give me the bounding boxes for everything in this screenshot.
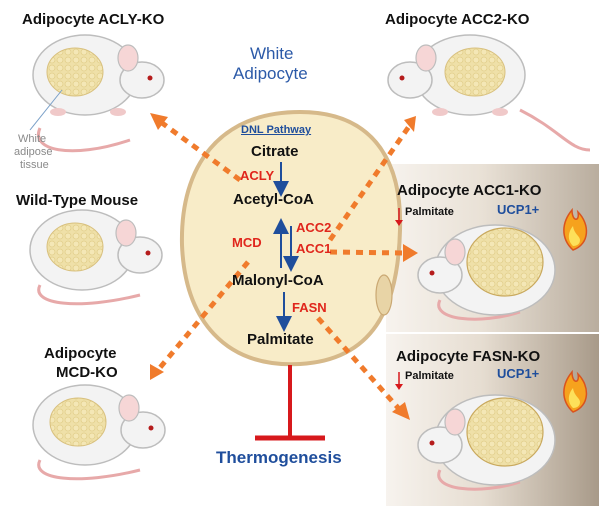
white-adipose-line1: White <box>18 133 47 145</box>
cell-title-line2: Adipocyte <box>233 64 308 83</box>
metabolite-acetyl-coa: Acetyl-CoA <box>233 191 314 208</box>
dnl-pathway-label: DNL Pathway <box>241 124 312 136</box>
cell-title-line1: White <box>250 44 294 63</box>
ko-arrows <box>156 117 413 412</box>
flame-icon <box>563 207 588 251</box>
title-acc2-ko: Adipocyte ACC2-KO <box>385 11 530 28</box>
arrow-to-acc2-ko <box>327 123 413 242</box>
title-acly-ko: Adipocyte ACLY-KO <box>22 11 165 28</box>
title-mcd-ko-line1: Adipocyte <box>44 345 117 362</box>
flame-icon <box>563 369 588 413</box>
mouse-mcd-ko <box>32 384 166 481</box>
nucleus <box>375 274 393 316</box>
enzyme-fasn: FASN <box>292 300 327 315</box>
white-adipose-line3: tissue <box>20 159 49 171</box>
title-wild-type: Wild-Type Mouse <box>16 192 139 209</box>
mouse-acly-ko <box>32 34 165 153</box>
pointer-line <box>29 89 63 131</box>
arrow-to-acly-ko <box>156 117 242 183</box>
enzyme-mcd: MCD <box>232 235 262 250</box>
title-fasn-ko: Adipocyte FASN-KO <box>396 348 541 365</box>
enzyme-acly: ACLY <box>240 168 275 183</box>
ucp1-up-acc1: UCP1+ <box>497 202 540 217</box>
mouse-acc2-ko <box>387 34 591 152</box>
white-adipose-line2: adipose <box>14 146 53 158</box>
mouse-wild-type <box>29 209 163 306</box>
arrowhead-fasn <box>392 402 410 420</box>
enzyme-acc1: ACC1 <box>296 241 332 256</box>
palmitate-down-fasn: Palmitate <box>405 370 454 382</box>
arrowhead-acly <box>150 113 168 130</box>
metabolite-citrate: Citrate <box>251 143 299 160</box>
ko-arrowheads <box>150 113 418 420</box>
down-arrow-icon <box>395 372 403 390</box>
title-mcd-ko-line2: MCD-KO <box>56 364 118 381</box>
white-adipose-label: White adipose tissue <box>12 133 53 172</box>
arrow-to-mcd-ko <box>156 260 250 372</box>
arrowhead-mcd <box>150 364 164 380</box>
enzyme-acc2: ACC2 <box>296 220 332 235</box>
metabolite-palmitate: Palmitate <box>247 331 314 348</box>
title-acc1-ko: Adipocyte ACC1-KO <box>397 182 542 199</box>
mouse-fasn-ko <box>417 394 556 491</box>
metabolite-malonyl-coa: Malonyl-CoA <box>232 272 324 289</box>
mouse-acc1-ko <box>417 224 556 321</box>
arrowhead-acc1 <box>403 244 418 262</box>
arrowhead-acc2 <box>404 116 416 132</box>
down-arrow-icon <box>395 208 403 226</box>
outcome-thermogenesis: Thermogenesis <box>216 448 342 467</box>
palmitate-down-acc1: Palmitate <box>405 206 454 218</box>
ucp1-up-fasn: UCP1+ <box>497 366 540 381</box>
